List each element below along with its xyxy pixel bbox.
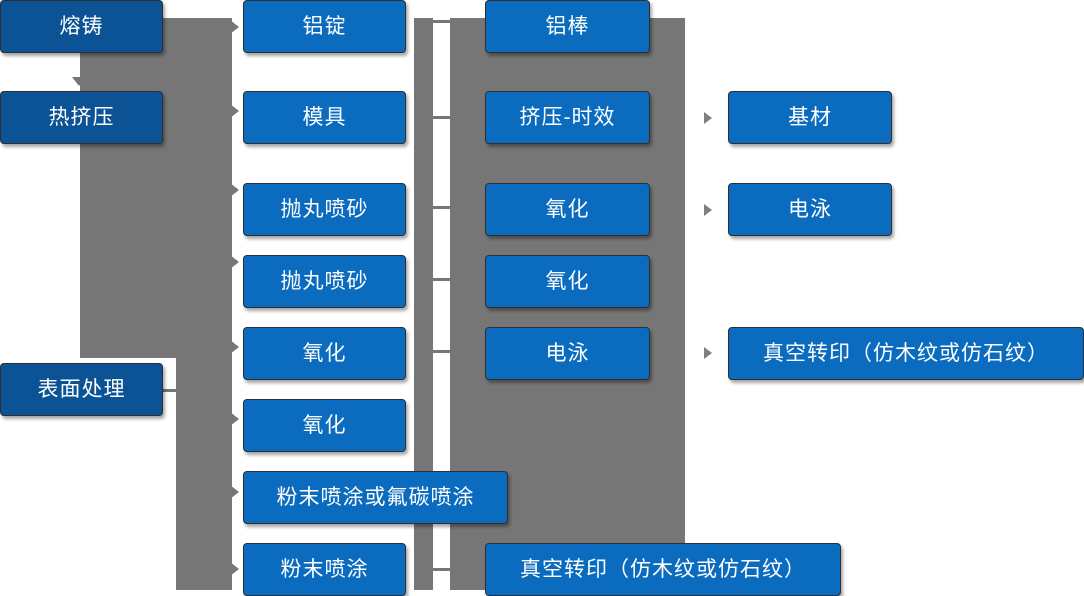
middle-rail-stub-1 (433, 20, 451, 23)
node-box-shot-blasting-2[interactable]: 抛丸喷砂 (243, 255, 406, 308)
node-box-extrusion-aging[interactable]: 挤压-时效 (485, 91, 650, 144)
bus-arrow-to-shot-blasting-1 (230, 183, 239, 197)
node-box-oxidation-2[interactable]: 氧化 (243, 399, 406, 452)
bus-arrow-to-aluminium-ingot (230, 20, 239, 34)
node-box-aluminium-ingot[interactable]: 铝锭 (243, 0, 406, 53)
middle-rail-stub-4 (433, 278, 451, 281)
surface-treatment-connector-stub (160, 389, 182, 392)
node-box-oxidation-4[interactable]: 氧化 (485, 255, 650, 308)
middle-rail-stub-5 (433, 350, 451, 353)
arrow-oxidation-to-electrophoresis (704, 204, 712, 216)
middle-bus-foot (450, 551, 488, 590)
stage-box-melting[interactable]: 熔铸 (0, 0, 163, 53)
node-box-aluminium-bar[interactable]: 铝棒 (485, 0, 650, 53)
arrow-extrusion-aging-to-base-material (704, 112, 712, 124)
middle-bus-left-rail (414, 18, 433, 590)
bus-arrow-to-mould (230, 104, 239, 118)
node-box-oxidation-3[interactable]: 氧化 (485, 183, 650, 236)
node-box-electrophoresis-2[interactable]: 电泳 (728, 183, 892, 236)
node-box-vacuum-transfer-bottom[interactable]: 真空转印（仿木纹或仿石纹） (485, 543, 841, 596)
middle-rail-stub-2 (433, 116, 451, 119)
stage-bus-upper (80, 18, 232, 358)
node-box-vacuum-transfer[interactable]: 真空转印（仿木纹或仿石纹） (728, 327, 1084, 380)
node-box-electrophoresis-1[interactable]: 电泳 (485, 327, 650, 380)
middle-rail-stub-3 (433, 206, 451, 209)
node-box-oxidation-1[interactable]: 氧化 (243, 327, 406, 380)
stage-box-surface-treatment[interactable]: 表面处理 (0, 363, 163, 416)
melting-to-extrusion-arrow (72, 77, 86, 86)
bus-arrow-to-oxidation-2 (230, 412, 239, 426)
bus-arrow-to-oxidation-1 (230, 340, 239, 354)
node-box-shot-blasting-1[interactable]: 抛丸喷砂 (243, 183, 406, 236)
node-box-base-material[interactable]: 基材 (728, 91, 892, 144)
middle-rail-stub-6 (433, 568, 451, 571)
stage-bus-lower (176, 358, 232, 590)
stage-box-hot-extrusion[interactable]: 热挤压 (0, 91, 163, 144)
bus-arrow-to-powder-coating (230, 562, 239, 576)
bus-arrow-to-shot-blasting-2 (230, 255, 239, 269)
node-box-mould[interactable]: 模具 (243, 91, 406, 144)
bus-arrow-to-powder-or-fluorocarbon (230, 485, 239, 499)
node-box-powder-coating[interactable]: 粉末喷涂 (243, 543, 406, 596)
arrow-electrophoresis-to-vacuum-transfer (704, 347, 712, 359)
node-box-powder-or-fluorocarbon-coating[interactable]: 粉末喷涂或氟碳喷涂 (243, 471, 508, 524)
